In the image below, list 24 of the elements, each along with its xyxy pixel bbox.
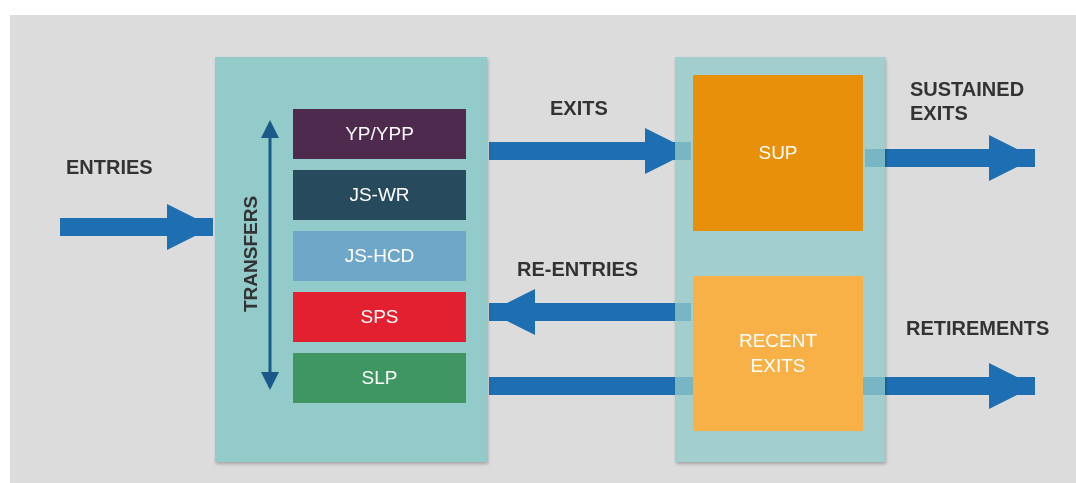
panel-box (215, 57, 487, 462)
edge-label: ENTRIES (66, 155, 153, 179)
box-label: YP/YPP (345, 121, 414, 146)
category-box (293, 292, 466, 342)
edge-label: EXITS (550, 96, 608, 120)
box-label: JS-WR (349, 182, 410, 207)
double-arrow (261, 120, 279, 390)
edge-label: TRANSFERS (240, 195, 263, 313)
category-box (293, 231, 466, 281)
category-box (293, 170, 466, 220)
edge-label: RETIREMENTS (906, 316, 1050, 340)
box-label: SUP (758, 140, 798, 165)
box-label: JS-HCD (344, 243, 415, 268)
box-label: SPS (360, 304, 399, 329)
category-box (293, 353, 466, 403)
edge-label: SUSTAINED EXITS (910, 77, 1026, 125)
edge-label: RE-ENTRIES (517, 257, 639, 281)
category-box (293, 109, 466, 159)
status-box (693, 75, 863, 231)
status-box (693, 276, 863, 431)
arrow (60, 204, 213, 250)
box-label: RECENT EXITS (737, 328, 819, 378)
panel-box (675, 57, 885, 462)
box-label: SLP (361, 365, 398, 390)
